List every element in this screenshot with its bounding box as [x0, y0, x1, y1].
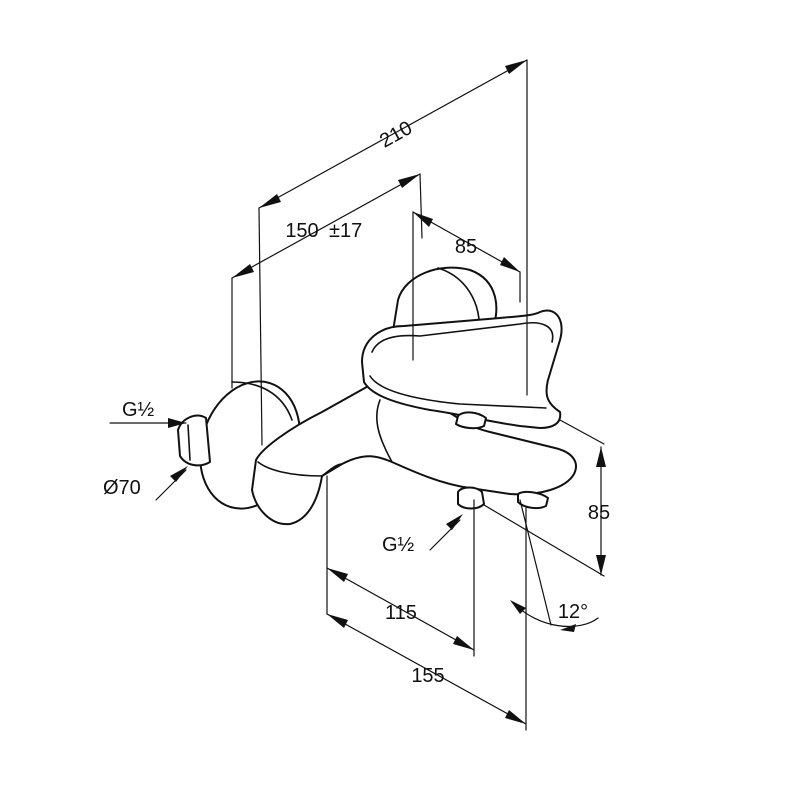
dim-150: 150	[285, 220, 318, 242]
dim-12-deg: 12°	[558, 601, 588, 623]
dim-155: 155	[411, 665, 444, 687]
dim-85-handle: 85	[455, 236, 477, 258]
label-outlet-thread: G½	[382, 534, 415, 556]
lever-handle	[361, 309, 563, 429]
label-inlet-thread: G½	[122, 399, 155, 421]
label-escutcheon-diameter: Ø70	[103, 477, 141, 499]
spout-outlet	[457, 486, 485, 510]
dimension-lines	[109, 59, 606, 731]
faucet-body	[177, 266, 577, 526]
dim-210: 210	[376, 117, 416, 152]
dim-85-height: 85	[588, 502, 610, 524]
dim-115: 115	[385, 602, 417, 624]
dim-150-tolerance: ±17	[329, 220, 362, 242]
dimension-labels: 210 150 ±17 85 85 115 155 12° G½ Ø70 G½	[103, 117, 610, 687]
